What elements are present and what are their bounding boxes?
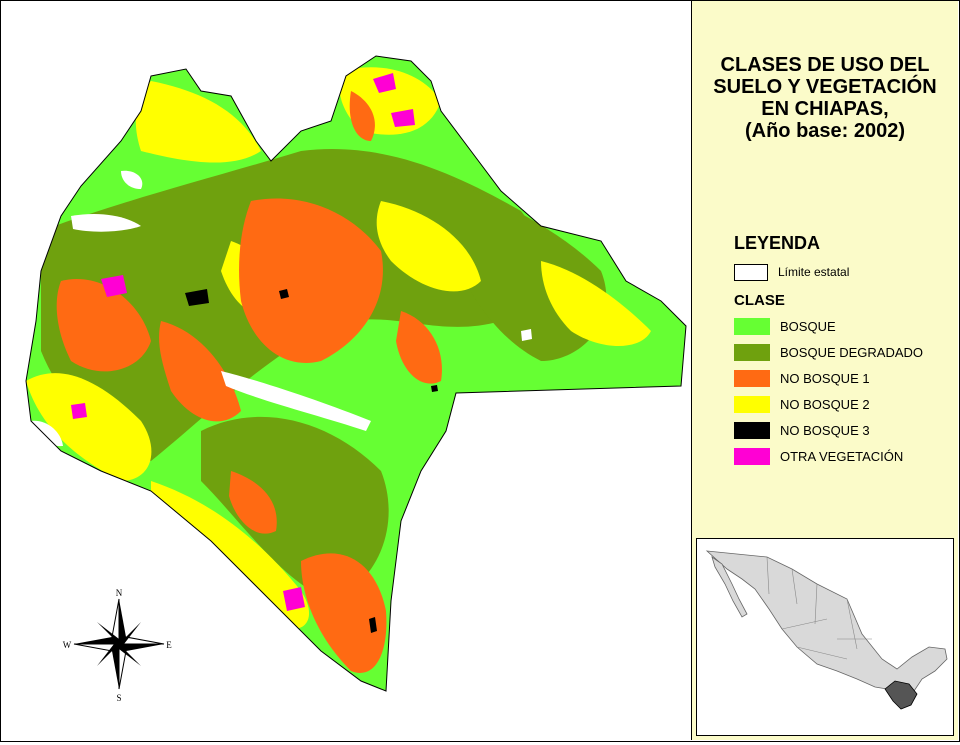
class-swatch [734,369,770,387]
class-heading: CLASE [734,292,785,309]
class-label: BOSQUE DEGRADADO [780,344,924,360]
class-label: OTRA VEGETACIÓN [780,448,904,464]
state-boundary [25,55,687,692]
title-line-4: (Año base: 2002) [744,120,906,142]
boundary-swatch [734,263,768,281]
legend-heading: LEYENDA [734,233,821,253]
class-swatch [734,317,770,335]
chiapas-map: N S E W [25,55,687,703]
class-label: NO BOSQUE 2 [780,396,870,412]
legend-class-row: NO BOSQUE 2 [734,395,870,413]
locator-inset [696,538,954,736]
class-swatch [734,343,770,361]
legend-boundary-row: Límite estatal [734,263,849,281]
compass-west-label: W [63,640,72,650]
legend-class-row: NO BOSQUE 3 [734,421,870,439]
mexico-locator-map [705,550,948,710]
compass-south-label: S [116,693,121,703]
map-panel: N S E W [1,1,692,740]
title-line-2: SUELO Y VEGETACIÓN [713,76,937,98]
class-swatch [734,395,770,413]
map-title: CLASES DE USO DEL SUELO Y VEGETACIÓN EN … [692,54,958,142]
state-borders [766,556,872,660]
legend-class-row: BOSQUE DEGRADADO [734,343,923,361]
baja-california [711,556,748,618]
compass-north-label: N [116,588,123,598]
legend-panel: CLASES DE USO DEL SUELO Y VEGETACIÓN EN … [692,1,958,740]
chiapas-highlight [884,680,918,710]
boundary-label: Límite estatal [778,265,850,279]
compass-rose-icon: N S E W [63,588,173,703]
legend-class-row: NO BOSQUE 1 [734,369,870,387]
class-label: NO BOSQUE 3 [780,422,870,438]
legend-class-row: BOSQUE [734,317,836,335]
title-line-3: EN CHIAPAS, [761,98,889,120]
title-line-1: CLASES DE USO DEL [720,54,930,76]
class-swatch [734,421,770,439]
class-label: BOSQUE [780,318,836,334]
class-swatch [734,447,770,465]
mexico-land [705,550,948,700]
compass-east-label: E [166,640,172,650]
class-label: NO BOSQUE 1 [780,370,870,386]
legend-class-row: OTRA VEGETACIÓN [734,447,903,465]
